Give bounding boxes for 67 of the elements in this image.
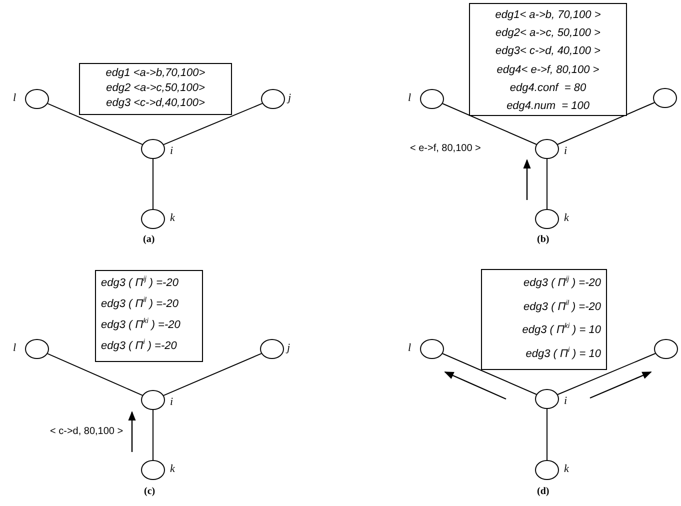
connector-line [163,353,262,396]
formula-text: edg3 ( Π$^{i}$ ) =-20 [101,338,178,354]
node-label: i [564,395,568,407]
node-circle [141,460,165,480]
connector-line [442,353,537,395]
connector-line [546,408,548,460]
edge-message-label: < e->f, 80,100 > [410,143,481,154]
connector-line [152,410,154,460]
node-circle [260,339,284,359]
connector-line [152,158,154,210]
text-box [481,269,607,370]
node-label: l [408,92,412,104]
panel-caption: (b) [537,234,550,245]
node-label: i [170,145,174,157]
node-label: l [13,92,16,104]
node-label: k [170,212,175,224]
formula-text: edg2 <a->c,50,100> [105,81,206,96]
node-circle [141,209,165,229]
formula-text: edg3 ( Π$^{ij}$ ) =-20 [522,274,601,291]
formula-text: edg3 <c->d,40,100> [105,96,206,111]
node-circle [535,389,559,409]
node-circle [141,390,165,410]
formula-text: edg1 <a->b,70,100> [104,66,206,81]
edge-message-label: < c->d, 80,100 > [50,426,124,437]
node-label: k [564,463,569,475]
node-label: j [288,92,292,104]
node-label: l [408,342,412,354]
connector-line [442,103,537,145]
formula-text: edg1< a->b, 70,100 > [494,8,602,23]
node-circle [535,209,559,229]
formula-text: edg3 ( Π$^{ki}$ ) = 10 [521,322,601,338]
formula-text: edg3 ( Π$^{il}$ ) =-20 [101,296,180,312]
node-label: i [170,396,174,408]
node-label: l [13,342,16,354]
node-label: i [564,145,568,157]
formula-text: edg4< e->f, 80,100 > [496,62,600,78]
node-label: j [287,342,290,354]
node-circle [654,339,678,359]
formula-text: edg4.num = 100 [506,98,590,114]
connector-line [546,158,548,210]
connector-line [47,353,143,396]
connector-line [47,103,143,145]
formula-text: edg3 ( Π$^{ij}$ ) =-20 [101,274,180,291]
formula-text: edg3 ( Π$^{ki}$ ) =-20 [101,316,182,333]
node-circle [653,88,677,108]
text-box [95,270,203,362]
text-box [469,3,627,116]
node-circle [25,89,49,109]
formula-text: edg4.conf = 80 [508,80,588,96]
formula-text: edg3 ( Π$^{il}$ ) =-20 [522,298,601,314]
formula-text: edg2< a->c, 50,100 > [494,26,602,42]
node-label: k [564,212,569,224]
connector-line [557,102,655,145]
formula-text: edg3 ( Π$^{i}$ ) = 10 [524,346,601,362]
node-circle [25,339,49,359]
connector-line [557,353,656,395]
node-circle [141,139,165,159]
node-circle [420,89,444,109]
formula-text: edg3< c->d, 40,100 > [494,44,602,60]
node-circle [535,460,559,480]
node-circle [420,339,444,359]
node-circle [535,139,559,159]
connector-line [163,102,263,146]
panel-caption: (a) [143,234,155,245]
text-box [79,63,232,115]
node-circle [261,89,285,109]
node-label: k [170,463,175,475]
